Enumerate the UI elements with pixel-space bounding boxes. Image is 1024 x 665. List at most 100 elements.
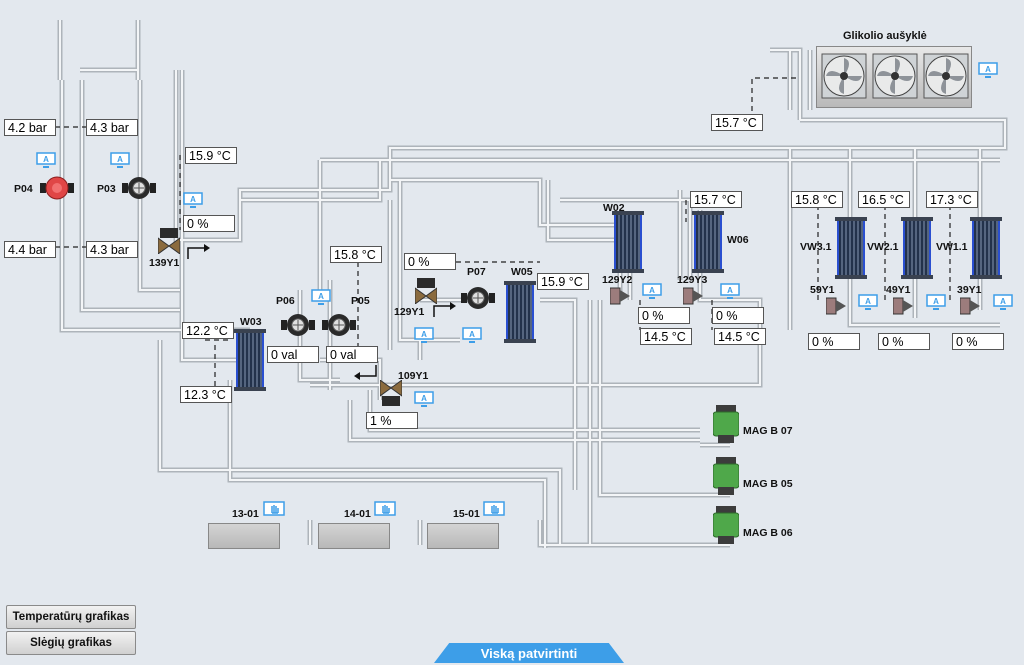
temp-129y2: 14.5 °C [640,328,692,345]
glycol-cooler[interactable] [816,46,972,108]
pressure-p3: 4.4 bar [4,241,56,258]
auto-mode-icon[interactable]: A [183,192,203,208]
heat-exchanger-vw11[interactable] [970,217,1002,279]
pressure-p4: 4.3 bar [86,241,138,258]
temp-w03-out: 12.3 °C [180,386,232,403]
temp-129y3: 14.5 °C [714,328,766,345]
temp-p03-out: 15.9 °C [185,147,237,164]
auto-mode-icon[interactable]: A [720,283,740,299]
temp-vw11: 17.3 °C [926,191,978,208]
valve-pos-39y1: 0 % [952,333,1004,350]
manual-mode-icon[interactable] [263,501,285,518]
auto-mode-icon[interactable]: A [414,327,434,343]
mag-label-06: MAG B 06 [743,527,793,539]
fan-icon [923,53,969,99]
valve-label-129y3: 129Y3 [677,274,708,286]
valve-pos-129y2: 0 % [638,307,690,324]
pump-label-p04: P04 [14,183,33,195]
valve-39y1[interactable] [960,296,982,322]
auto-mode-icon[interactable]: A [462,327,482,343]
tank-label-14: 14-01 [344,508,371,520]
auto-mode-icon[interactable]: A [36,152,56,168]
auto-mode-icon[interactable]: A [414,391,434,407]
svg-text:A: A [727,286,733,295]
temp-w06: 15.7 °C [690,191,742,208]
heat-exchanger-vw21[interactable] [901,217,933,279]
flow-arrow-icon [433,302,456,317]
valve-129y1[interactable] [415,278,437,304]
temp-vw21: 16.5 °C [858,191,910,208]
temp-w03-in: 12.2 °C [182,322,234,339]
fan-icon [821,53,867,99]
valve-label-49y1: 49Y1 [886,284,911,296]
valve-pos-129y3: 0 % [712,307,764,324]
valve-pos-129y1: 0 % [404,253,456,270]
hx-label-vw31: VW3.1 [800,241,832,253]
valve-label-129y1: 129Y1 [394,306,425,318]
temperature-chart-button[interactable]: Temperatūrų grafikas [6,605,136,629]
heat-exchanger-w03[interactable] [234,329,266,391]
valve-109y1[interactable] [380,380,402,406]
tank-13-01[interactable] [208,523,280,549]
confirm-all-button[interactable]: Viską patvirtinti [434,643,624,663]
pump-label-p05: P05 [351,295,370,307]
mag-unit-icon[interactable] [713,506,739,544]
heat-exchanger-w06[interactable] [692,211,724,273]
valve-59y1[interactable] [826,296,848,322]
hx-label-vw21: VW2.1 [867,241,899,253]
svg-text:A: A [865,297,871,306]
mag-label-07: MAG B 07 [743,425,793,437]
hx-label-w03: W03 [240,316,262,328]
auto-mode-icon[interactable]: A [926,294,946,310]
temp-cooler: 15.7 °C [711,114,763,131]
heat-exchanger-w05[interactable] [504,281,536,343]
mag-unit-icon[interactable] [713,405,739,443]
mag-unit-icon[interactable] [713,457,739,495]
svg-text:A: A [1000,297,1006,306]
auto-mode-icon[interactable]: A [978,62,998,78]
pump-p07[interactable] [461,285,495,311]
pressure-p1: 4.2 bar [4,119,56,136]
tank-14-01[interactable] [318,523,390,549]
pump-p06[interactable] [281,312,315,338]
valve-pos-109y1: 1 % [366,412,418,429]
valve-label-59y1: 59Y1 [810,284,835,296]
flow-arrow-icon [354,365,377,380]
hx-label-vw11: VW1.1 [936,241,968,253]
auto-mode-icon[interactable]: A [993,294,1013,310]
valve-label-109y1: 109Y1 [398,370,429,382]
pressure-chart-button[interactable]: Slėgių grafikas [6,631,136,655]
heat-exchanger-vw31[interactable] [835,217,867,279]
valve-label-39y1: 39Y1 [957,284,982,296]
heat-exchanger-w02[interactable] [612,211,644,273]
tank-15-01[interactable] [427,523,499,549]
auto-mode-icon[interactable]: A [858,294,878,310]
pump-label-p06: P06 [276,295,295,307]
pump-label-p07: P07 [467,266,486,278]
temp-w05: 15.9 °C [537,273,589,290]
auto-mode-icon[interactable]: A [110,152,130,168]
manual-mode-icon[interactable] [374,501,396,518]
valve-129y3[interactable] [683,286,705,312]
mag-label-05: MAG B 05 [743,478,793,490]
svg-text:A: A [421,394,427,403]
svg-text:A: A [985,65,991,74]
fan-icon [872,53,918,99]
valve-129y2[interactable] [610,286,632,312]
hours-p05: 0 val [326,346,378,363]
temp-vw31: 15.8 °C [791,191,843,208]
valve-139y1[interactable] [158,228,180,254]
valve-pos-49y1: 0 % [878,333,930,350]
valve-49y1[interactable] [893,296,915,322]
pump-label-p03: P03 [97,183,116,195]
manual-mode-icon[interactable] [483,501,505,518]
pump-p04[interactable] [40,175,74,201]
valve-label-139y1: 139Y1 [149,257,180,269]
pump-p03[interactable] [122,175,156,201]
tank-label-13: 13-01 [232,508,259,520]
auto-mode-icon[interactable]: A [642,283,662,299]
flow-arrow-icon [187,244,210,259]
auto-mode-icon[interactable]: A [311,289,331,305]
valve-pos-59y1: 0 % [808,333,860,350]
pump-p05[interactable] [322,312,356,338]
